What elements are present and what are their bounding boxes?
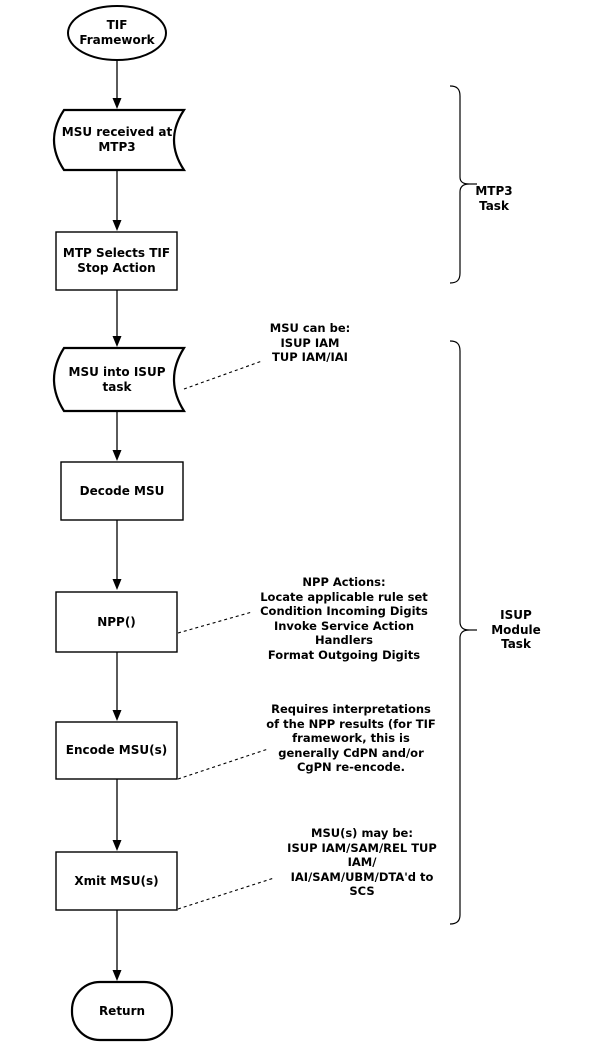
- arrow-encode-to-xmit: [112, 779, 122, 851]
- encode-msu-label: Encode MSU(s): [65, 743, 168, 757]
- arrow-mtp-selects-to-msu-into-isup: [112, 290, 122, 347]
- arrow-decode-to-npp: [112, 520, 122, 590]
- leader-msu-types-in: [183, 360, 263, 390]
- annotation-npp-actions: NPP Actions: Locate applicable rule set …: [260, 575, 428, 662]
- decode-msu-shape: [60, 461, 184, 521]
- msu-into-isup-label: MSU into ISUP task: [68, 364, 166, 394]
- msu-received-label: MSU received at MTP3: [61, 125, 173, 154]
- xmit-msu-label: Xmit MSU(s): [74, 873, 159, 888]
- leader-npp-actions: [177, 611, 253, 634]
- leader-msu-types-out: [177, 877, 275, 910]
- npp-label: NPP(): [97, 614, 136, 629]
- annotation-msu-types-out: MSU(s) may be: ISUP IAM/SAM/REL TUP IAM/…: [287, 826, 437, 898]
- isup-module-task-brace: [449, 340, 477, 925]
- decode-msu-label: Decode MSU: [79, 483, 165, 498]
- annotation-msu-types-in: MSU can be: ISUP IAM TUP IAM/IAI: [269, 321, 351, 364]
- msu-into-isup-shape: [53, 346, 187, 413]
- mtp-selects-label: MTP Selects TIF Stop Action: [62, 246, 171, 275]
- leader-encode-note: [177, 748, 269, 780]
- arrow-msu-received-to-mtp-selects: [112, 170, 122, 231]
- return-terminator-shape: [70, 980, 174, 1042]
- msu-received-shape: [53, 108, 187, 172]
- start-terminator-label: TIF Framework: [79, 18, 155, 47]
- mtp3-task-group-label: MTP3 Task: [475, 184, 513, 213]
- isup-module-task-group-label: ISUP Module Task: [491, 608, 541, 651]
- annotation-encode-note: Requires interpretations of the NPP resu…: [266, 702, 436, 774]
- arrow-start-to-msu-received: [112, 60, 122, 109]
- mtp3-task-brace: [449, 85, 477, 284]
- arrow-msu-into-isup-to-decode: [112, 411, 122, 461]
- arrow-npp-to-encode: [112, 652, 122, 721]
- arrow-xmit-to-return: [112, 910, 122, 981]
- return-terminator-label: Return: [98, 1003, 146, 1018]
